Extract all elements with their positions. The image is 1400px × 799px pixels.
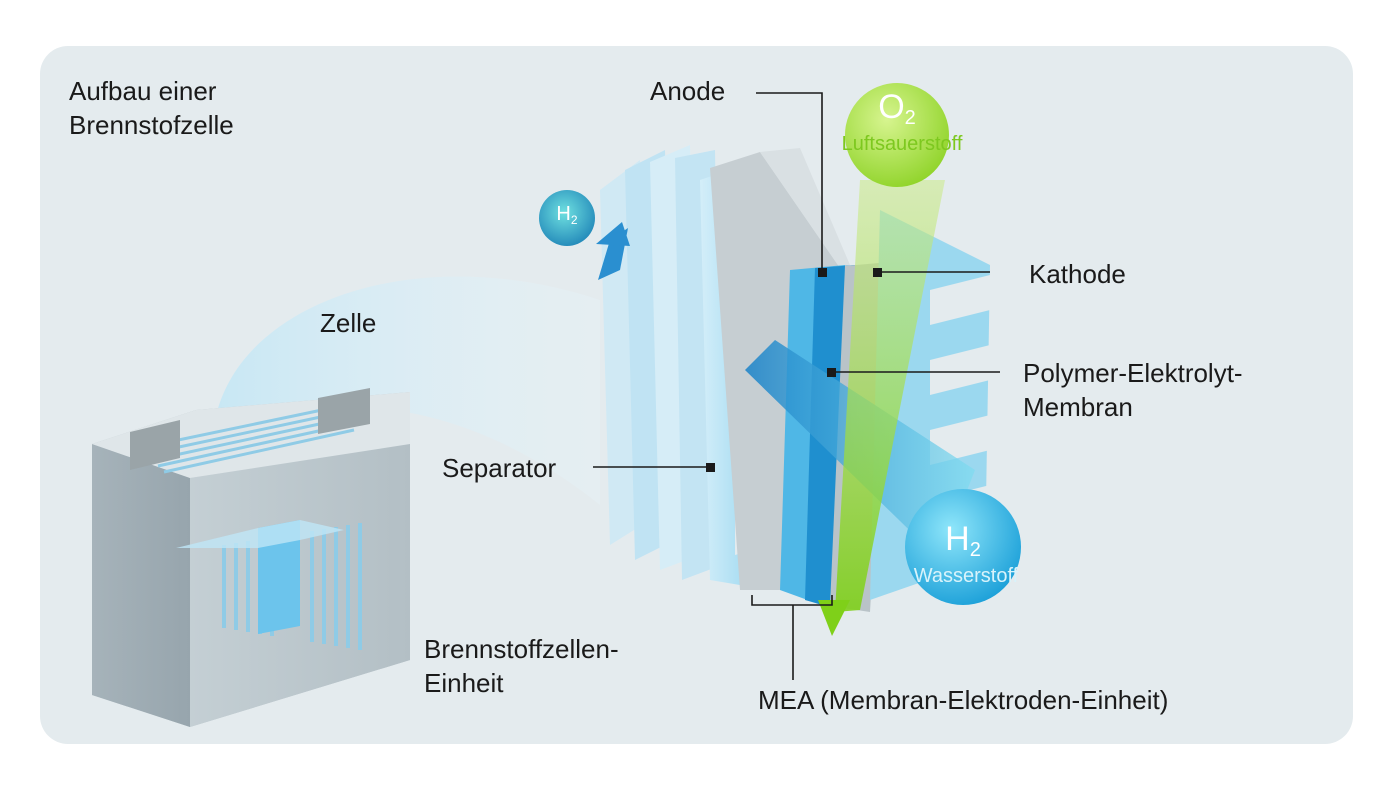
h2-subscript: 2 — [969, 539, 981, 561]
label-pem: Polymer-Elektrolyt- Membran — [1023, 356, 1243, 424]
label-mea: MEA (Membran-Elektroden-Einheit) — [758, 685, 1169, 715]
label-zelle: Zelle — [320, 308, 377, 338]
hydrogen-name: Wasserstoff — [913, 565, 1019, 587]
mea-bracket — [751, 595, 833, 606]
h2-small-subscript: 2 — [570, 213, 578, 227]
pem-marker — [827, 368, 836, 377]
anode-leader — [756, 92, 823, 272]
label-separator: Separator — [442, 453, 557, 483]
o2-symbol: O — [878, 88, 905, 126]
label-kathode: Kathode — [1029, 259, 1126, 289]
label-pem-line2: Membran — [1023, 392, 1133, 422]
label-anode: Anode — [650, 76, 726, 106]
diagram-title: Aufbau einer Brennstofzelle — [69, 74, 234, 142]
oxygen-molecule — [845, 83, 949, 187]
label-unit: Brennstoffzellen- Einheit — [424, 632, 619, 700]
title-line1: Aufbau einer — [69, 76, 217, 106]
hydrogen-small-label: H2 — [545, 203, 589, 227]
title-line2: Brennstofzelle — [69, 110, 234, 140]
fuel-cell-unit — [92, 388, 410, 727]
oxygen-flow-beam — [835, 180, 945, 612]
oxygen-arrow-head — [818, 600, 850, 636]
label-unit-line1: Brennstoffzellen- — [424, 634, 619, 664]
h2-symbol: H — [945, 520, 970, 558]
oxygen-name: Luftsauerstoff — [841, 133, 963, 155]
hydrogen-label: H2 — [905, 520, 1021, 561]
o2-subscript: 2 — [904, 107, 916, 129]
hydrogen-molecule — [905, 489, 1021, 605]
separator-marker — [706, 463, 715, 472]
h2-small-symbol: H — [556, 203, 571, 225]
oxygen-label: O2 — [845, 88, 949, 129]
kathode-marker — [873, 268, 882, 277]
anode-marker — [818, 268, 827, 277]
hydrogen-molecule-small — [539, 190, 595, 246]
label-pem-line1: Polymer-Elektrolyt- — [1023, 358, 1243, 388]
label-unit-line2: Einheit — [424, 668, 504, 698]
